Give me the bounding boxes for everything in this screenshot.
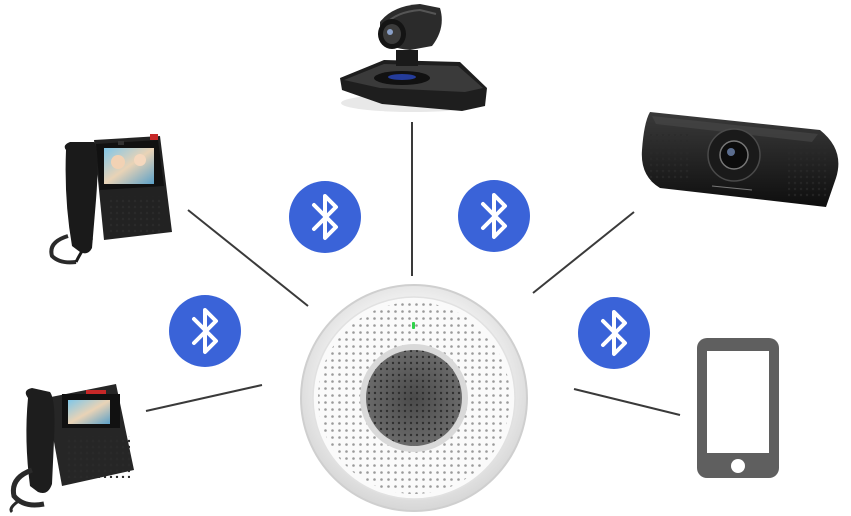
bluetooth-icon: [192, 308, 218, 354]
bluetooth-badge-3: [169, 295, 241, 367]
connector-line-video-phone: [187, 209, 309, 307]
bluetooth-badge-1: [289, 181, 361, 253]
connector-line-desk-phone: [145, 384, 263, 412]
ptz-camera-icon: [340, 4, 487, 112]
bluetooth-icon: [312, 194, 338, 240]
video-ip-phone-icon: [49, 134, 172, 265]
smartphone-icon: [697, 338, 779, 478]
indicator-led: [412, 322, 415, 329]
video-conference-bar-icon: [641, 112, 839, 207]
bluetooth-icon: [481, 193, 507, 239]
desk-ip-phone-icon: [9, 384, 134, 514]
connector-line-video-bar: [532, 211, 635, 294]
connector-line-smartphone: [573, 388, 681, 416]
bluetooth-badge-2: [458, 180, 530, 252]
bluetooth-badge-4: [578, 297, 650, 369]
bluetooth-icon: [601, 310, 627, 356]
connector-lines: [145, 122, 681, 416]
conference-speaker-icon: [300, 284, 528, 512]
bluetooth-badges: [169, 180, 650, 369]
